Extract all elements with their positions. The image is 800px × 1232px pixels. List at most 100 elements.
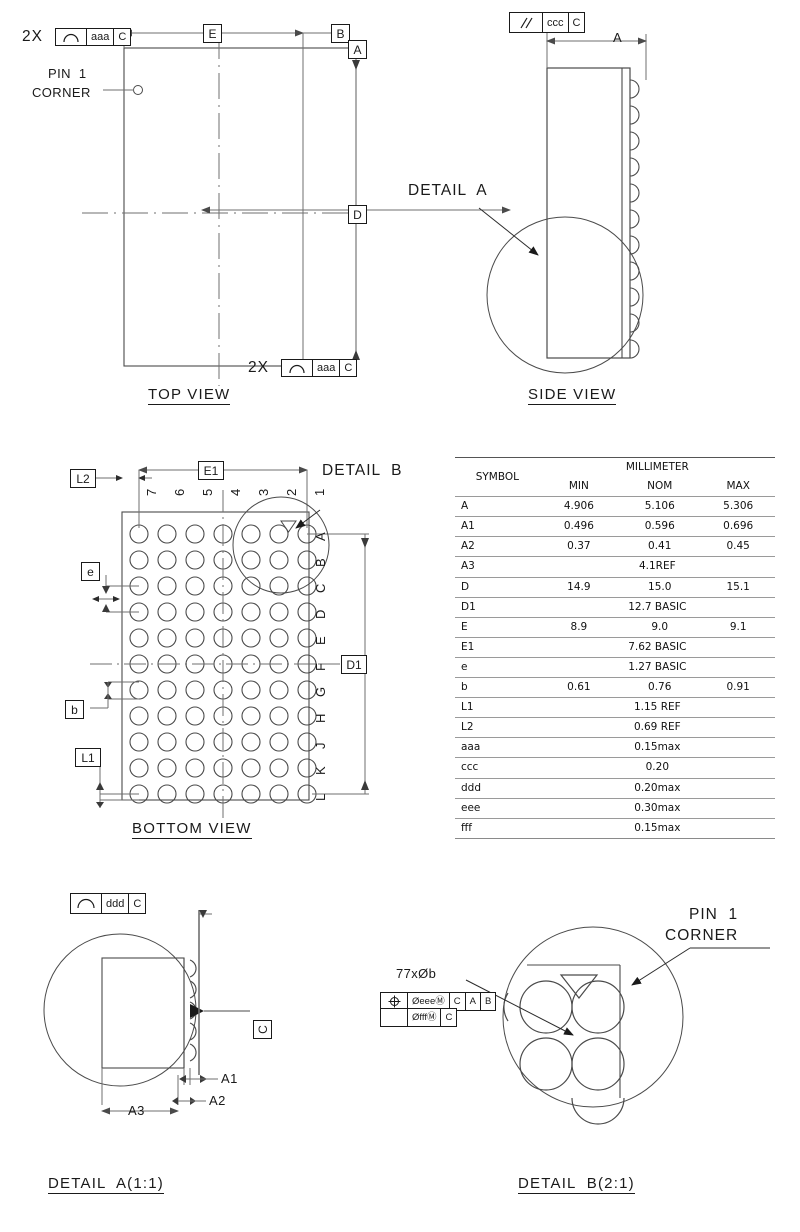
bottom-view-dim-d1: D1 [341,655,367,674]
bottom-view-column-label-4: 4 [228,488,243,496]
table-cell-min: 4.906 [539,496,619,517]
detail-a-fcf-datum: C [133,897,142,910]
bottom-view-detail-b-callout: DETAIL B [322,462,403,479]
table-cell-min: 8.9 [539,616,619,638]
parallelism-icon [510,13,543,32]
table-cell-value-span: 1.15 REF [539,697,775,718]
table-cell-symbol: E [455,616,540,638]
bottom-view-row-label-K: K [313,765,328,775]
detail-a-dim-a1: A1 [221,1071,238,1086]
table-cell-max: 0.91 [701,677,775,698]
table-cell-nom: 0.41 [618,536,702,557]
top-view-fcf-bottom-tolerance: aaa [313,360,341,376]
detail-b-title: DETAIL B(2:1) [518,1175,635,1194]
top-view-datum-d: D [348,205,367,224]
top-view-fcf-top-datum: C [118,31,127,43]
table-cell-max: 0.45 [701,536,775,557]
bottom-view-row-label-A: A [313,531,328,541]
detail-a-fcf-tolerance: ddd [102,894,130,913]
detail-a-title: DETAIL A(1:1) [48,1175,164,1194]
bottom-view-row-label-J: J [313,742,328,749]
detail-b-ball-note: 77xØb [396,966,437,981]
top-view-datum-a: A [348,40,367,59]
table-cell-min: 0.61 [539,677,619,698]
table-cell-symbol: aaa [455,737,540,758]
top-view-title: TOP VIEW [148,386,231,405]
table-header-symbol: SYMBOL [475,470,519,483]
side-view-geometry [478,30,647,374]
bottom-view-row-label-D: D [313,609,328,619]
table-cell-value-span: 0.20max [539,777,775,799]
bottom-view-geometry [90,466,369,820]
detail-a-dim-a3: A3 [128,1103,145,1118]
table-cell-nom: 9.0 [618,616,702,638]
bottom-view-dim-l2: L2 [70,469,96,488]
bottom-view-column-label-5: 5 [200,488,215,496]
detail-b-fcf-row1-tolerance: ØeeeⓂ [408,993,450,1010]
detail-a-geometry [43,910,250,1115]
position-blank-cell [381,1009,408,1026]
detail-b-fcf-row1-datum-a: A [466,993,481,1010]
table-cell-symbol: A3 [455,556,540,578]
detail-b-pin1-label-line1: PIN 1 [689,906,739,923]
bottom-view-dim-b: b [65,700,84,719]
side-view-fcf-datum: C [572,16,581,29]
side-view-title: SIDE VIEW [528,386,617,405]
table-cell-symbol: ddd [455,777,540,799]
top-view-geometry [82,29,511,386]
detail-a-datum-c: C [253,1020,272,1039]
position-icon [381,993,408,1010]
table-cell-symbol: L2 [455,717,540,738]
ball-grid [129,524,317,804]
table-cell-symbol: e [455,656,540,678]
table-cell-value-span: 0.69 REF [539,717,775,738]
table-cell-nom: 0.596 [618,516,702,537]
side-view-dim-a: A [613,30,623,45]
table-cell-nom: 5.106 [618,496,702,517]
side-view-detail-a-callout: DETAIL A [408,182,488,199]
table-cell-symbol: D [455,576,540,598]
bottom-view-dim-e: e [81,562,100,581]
profile-of-surface-icon [282,360,313,376]
side-view-fcf: ccc C [509,12,586,33]
bottom-view-column-label-6: 6 [172,488,187,496]
table-header-units: MILLIMETER [625,461,689,473]
bottom-view-title: BOTTOM VIEW [132,820,252,839]
top-view-datum-b: B [331,24,350,43]
detail-a-fcf: ddd C [70,893,147,914]
bottom-view-row-label-L: L [313,793,328,801]
table-cell-max: 9.1 [701,616,775,638]
table-header-min: MIN [568,480,589,493]
top-view-fcf-top-tolerance: aaa [87,29,115,45]
table-cell-symbol: b [455,677,540,698]
table-header-nom: NOM [647,480,673,493]
top-view-fcf-bottom-datum: C [344,362,353,374]
table-cell-value-span: 4.1REF [539,556,775,578]
table-cell-value-span: 12.7 BASIC [539,596,775,618]
dimension-table-header: SYMBOL MILLIMETER MIN NOM MAX [455,457,775,497]
top-view-fcf-top: aaa C [55,28,132,46]
table-cell-value-span: 0.30max [539,797,775,819]
bottom-view-row-label-H: H [313,713,328,723]
table-cell-symbol: A2 [455,536,540,557]
detail-b-geometry [465,926,770,1125]
detail-b-fcf-row1-datum-c: C [450,993,466,1010]
table-cell-value-span: 1.27 BASIC [539,656,775,678]
